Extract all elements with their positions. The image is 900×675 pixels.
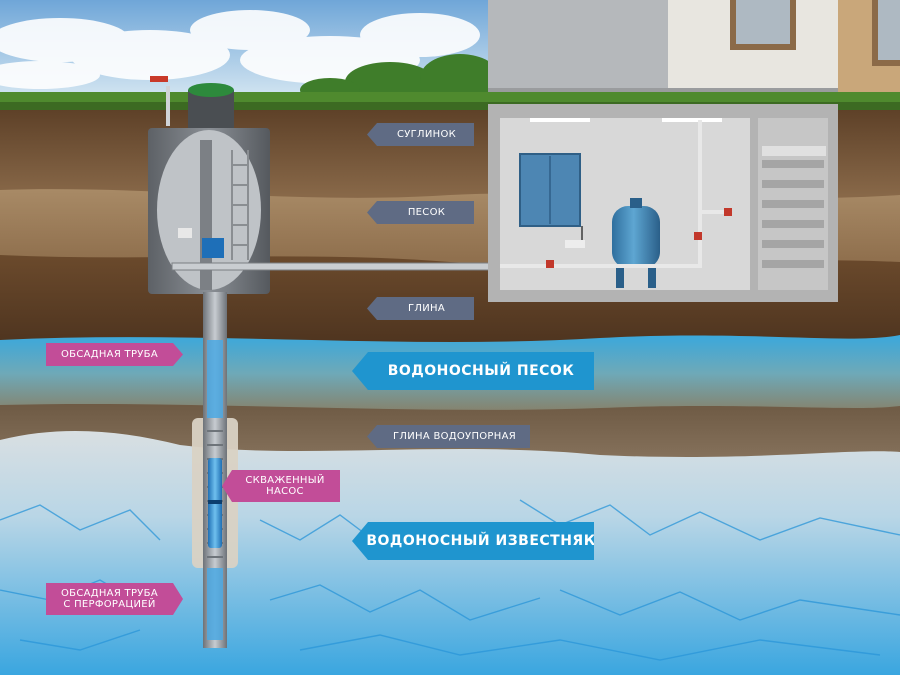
label-sand: ПЕСОК [367,201,474,224]
label-loam: СУГЛИНОК [367,123,474,146]
label-well-pump-line1: СКВАЖЕННЫЙ [245,474,325,486]
label-well-pump-line2: НАСОС [266,486,304,497]
pressure-tank [612,206,660,268]
caisson [148,83,270,294]
label-clay: ГЛИНА [367,297,474,320]
supply-pipe [171,262,503,271]
surface-valve [150,76,170,126]
label-perforated-casing-line2: С ПЕРФОРАЦИЕЙ [63,599,156,610]
label-aquifer-sand: ВОДОНОСНЫЙ ПЕСОК [352,352,594,390]
house [488,0,900,98]
label-well-pump: СКВАЖЕННЫЙ НАСОС [222,470,340,502]
label-impermeable-clay: ГЛИНА ВОДОУПОРНАЯ [367,425,530,448]
clouds [0,10,480,89]
label-aquifer-limestone: ВОДОНОСНЫЙ ИЗВЕСТНЯК [352,522,594,560]
basement [488,104,838,302]
label-perforated-casing: ОБСАДНАЯ ТРУБА С ПЕРФОРАЦИЕЙ [46,583,183,615]
label-perforated-casing-line1: ОБСАДНАЯ ТРУБА [61,587,158,599]
label-casing-pipe: ОБСАДНАЯ ТРУБА [46,343,183,366]
